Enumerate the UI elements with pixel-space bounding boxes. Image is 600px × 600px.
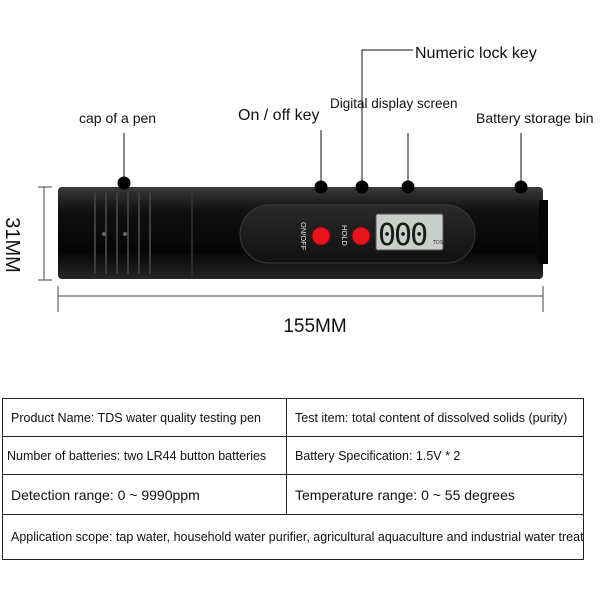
length-dimension-label: 155MM [283,316,346,337]
callout-display-label: Digital display screen [330,96,458,111]
height-dimension [38,186,52,281]
cap-dot [123,232,127,236]
lock-leader-line [361,49,413,187]
temperature-range-cell: Temperature range: 0 ~ 55 degrees [286,474,584,515]
callout-lines [123,49,522,187]
cap-dot-marker [117,176,131,190]
pen-body: ON/OFF HOLD 000 TDS [58,187,548,279]
detection-range-cell: Detection range: 0 ~ 9990ppm [2,474,287,515]
height-dimension-label: 31MM [1,217,23,273]
battery-dot-marker [514,180,528,194]
lcd-unit: TDS [432,240,443,246]
table-row: Number of batteries: two LR44 button bat… [2,436,584,475]
pen-end-cap [539,200,548,264]
cap-grip-ridges [94,192,151,274]
callout-lock-label: Numeric lock key [415,45,537,62]
callout-onoff-label: On / off key [238,107,320,124]
onoff-marking: ON/OFF [299,222,308,251]
onoff-button[interactable] [311,226,331,246]
batteries-cell: Number of batteries: two LR44 button bat… [2,436,287,475]
length-dimension [57,286,544,312]
callout-battery-label: Battery storage bin [476,110,594,126]
hold-button[interactable] [351,226,371,246]
test-item-cell: Test item: total content of dissolved so… [286,398,584,437]
callout-cap-label: cap of a pen [79,110,156,126]
lcd-digits: 000 [378,218,427,253]
table-row: Detection range: 0 ~ 9990ppm Temperature… [2,474,584,515]
application-scope-cell: Application scope: tap water, household … [2,514,584,560]
lcd-screen [375,213,444,251]
hold-marking: HOLD [340,225,349,246]
display-dot-marker [401,180,415,194]
spec-table: Product Name: TDS water quality testing … [2,398,584,560]
battery-spec-cell: Battery Specification: 1.5V * 2 [286,436,584,475]
lock-dot-marker [355,180,369,194]
cap-dot [102,232,106,236]
table-row: Application scope: tap water, household … [2,514,584,560]
table-row: Product Name: TDS water quality testing … [2,398,584,437]
pen-diagram: cap of a pen On / off key Digital displa… [1,45,594,337]
callout-dots [117,176,528,194]
product-name-cell: Product Name: TDS water quality testing … [2,398,287,437]
onoff-dot-marker [314,180,328,194]
